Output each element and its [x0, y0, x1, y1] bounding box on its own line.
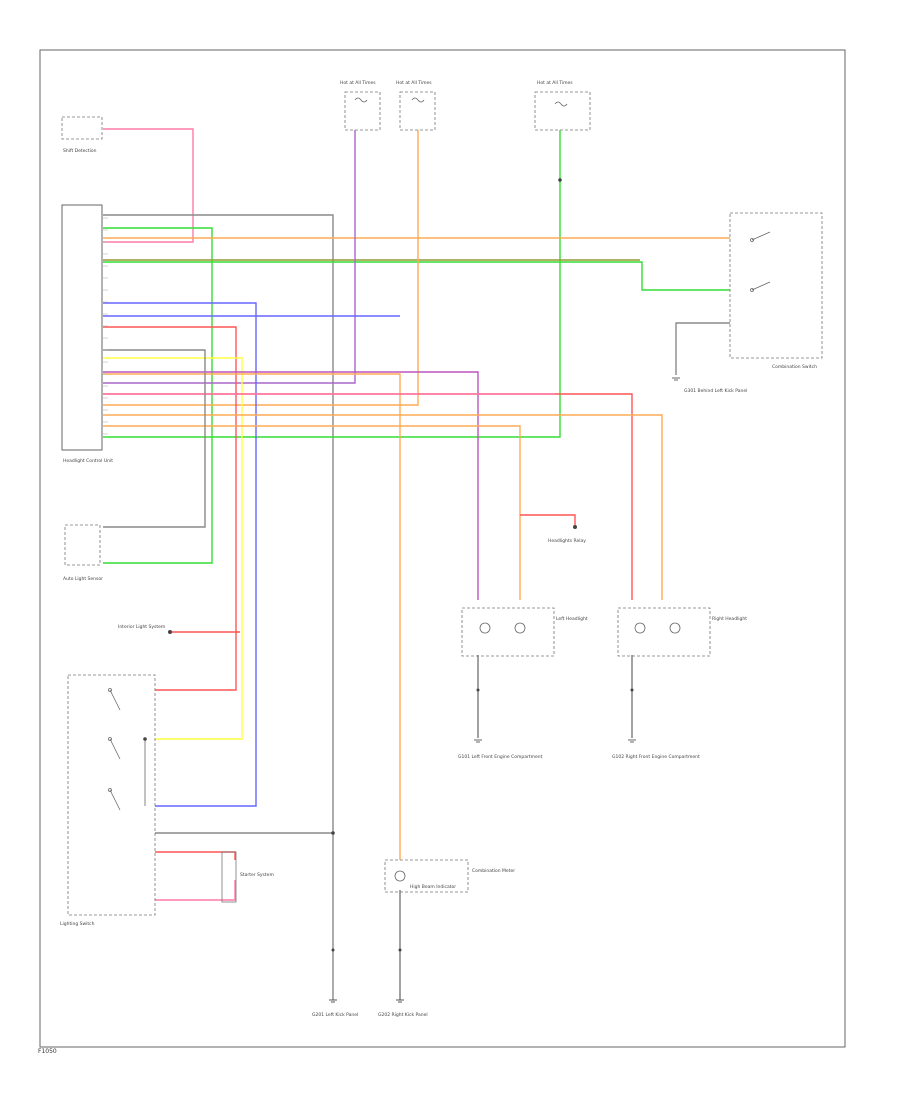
wire-blue — [103, 302, 257, 807]
ground-left-label: G201 Left Kick Panel — [312, 1012, 358, 1018]
right-headlight-box — [617, 607, 711, 657]
combination-switch-label: Combination Switch — [772, 364, 817, 370]
fuse-label-2: Hot at All Times — [396, 80, 432, 86]
splice-dots — [143, 178, 634, 952]
wire-orange-meter — [103, 373, 401, 860]
relay-terminal — [573, 525, 577, 529]
fuse-box-3 — [534, 91, 591, 131]
combination-switch-contacts — [750, 231, 771, 292]
interior-light-label: Interior Light System — [118, 624, 165, 630]
lighting-switch-box — [67, 674, 156, 916]
wires — [103, 128, 730, 1000]
wire-pink-starter — [155, 880, 236, 901]
right-headlight-bulbs — [634, 622, 681, 634]
wire-orange-left — [103, 425, 521, 600]
module-pin-ticks — [102, 217, 108, 435]
wire-green-lg — [103, 261, 730, 291]
wire-red-switch — [103, 326, 237, 691]
shift-detection-label: Shift Detection — [63, 148, 97, 154]
fuse-symbol-3 — [554, 101, 568, 107]
fuse-label-1: Hot at All Times — [340, 80, 376, 86]
combination-meter-label: Combination Meter — [472, 868, 515, 874]
ground-combo-label: G301 Behind Left Kick Panel — [684, 388, 747, 394]
combination-meter-box — [384, 859, 469, 893]
wire-pink-shift — [103, 128, 194, 243]
headlight-control-unit — [61, 204, 103, 451]
interior-light-terminal — [168, 630, 172, 634]
right-headlight-label: Right Headlight — [712, 616, 747, 622]
wire-green-top — [103, 227, 213, 564]
fuse-label-3: Hot at All Times — [537, 80, 573, 86]
high-beam-indicator-label: High Beam Indicator — [410, 884, 456, 890]
wire-gray-trunk — [103, 214, 334, 1000]
wire-orange-hot — [103, 130, 419, 406]
wire-gray-module — [103, 349, 206, 528]
ground-combo — [672, 377, 680, 381]
wire-gray-combo — [675, 322, 730, 375]
ground-bottom-right — [396, 999, 404, 1003]
ground-bottom-left — [329, 999, 337, 1003]
wire-purple-left — [103, 371, 479, 600]
left-headlight-label: Left Headlight — [556, 616, 588, 622]
auto-light-sensor-box — [64, 524, 101, 566]
lighting-switch-contacts — [108, 688, 146, 811]
high-beam-indicator-bulb — [394, 870, 406, 882]
lighting-switch-label: Lighting Switch — [60, 921, 95, 927]
starter-label: Starter System — [240, 872, 274, 878]
wire-red-starter — [155, 851, 236, 860]
ground-right-label: G202 Right Kick Panel — [378, 1012, 428, 1018]
wire-violet-hot — [103, 130, 356, 384]
wire-orange-right — [103, 414, 663, 600]
fuse-box-2 — [399, 91, 436, 131]
fuse-symbols — [354, 97, 425, 103]
ground-left-engine-label: G101 Left Front Engine Compartment — [458, 754, 543, 760]
left-headlight-bulbs — [479, 622, 526, 634]
relay-label: Headlights Relay — [548, 538, 586, 544]
shift-detection-box — [61, 116, 103, 140]
wire-green-long — [103, 130, 561, 438]
starter-box — [221, 851, 237, 903]
ground-right-engine-label: G102 Right Front Engine Compartment — [612, 754, 700, 760]
fuse-box-1 — [344, 91, 381, 131]
wire-red-relay — [520, 514, 576, 525]
ground-wires — [399, 655, 633, 1000]
auto-light-sensor-label: Auto Light Sensor — [63, 576, 103, 582]
ground-right-headlight — [628, 739, 636, 743]
diagram-frame — [39, 49, 846, 1048]
wire-yellow — [103, 357, 243, 740]
footer-code: F1050 — [38, 1048, 57, 1055]
module-label: Headlight Control Unit — [63, 458, 113, 464]
ground-left-headlight — [474, 739, 482, 743]
wire-red-right — [103, 393, 633, 600]
combination-switch-box — [729, 212, 823, 359]
left-headlight-box — [461, 607, 555, 657]
